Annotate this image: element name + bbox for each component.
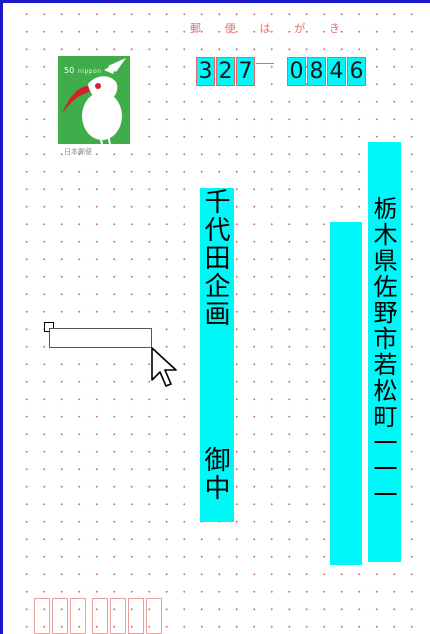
- sender-digit-box[interactable]: [52, 598, 68, 634]
- sender-digit-box[interactable]: [146, 598, 162, 634]
- postal-digit-box[interactable]: 4: [327, 57, 346, 86]
- crested-ibis-stamp-icon: 50 nippon: [58, 56, 130, 145]
- postal-digit-box[interactable]: 8: [307, 57, 326, 86]
- postal-digit-box[interactable]: 6: [347, 57, 366, 86]
- header-char: は: [259, 22, 271, 35]
- postal-digit-box[interactable]: 7: [236, 57, 255, 86]
- header-char: 便: [224, 22, 236, 35]
- sender-digit-box[interactable]: [128, 598, 144, 634]
- stamp-face-value: 50: [64, 66, 75, 75]
- sender-digit-box[interactable]: [70, 598, 86, 634]
- header-char: き: [329, 22, 340, 35]
- postal-hyphen: [256, 63, 274, 64]
- window-border-top: [0, 0, 430, 3]
- new-text-box[interactable]: [49, 328, 152, 348]
- honorific-field[interactable]: 御中: [200, 446, 234, 522]
- postcard-header: 郵 便 は が き: [190, 20, 340, 36]
- sender-digit-box[interactable]: [34, 598, 50, 634]
- recipient-address-field[interactable]: 栃木県佐野市若松町一一一: [368, 142, 401, 562]
- mouse-pointer-icon: [151, 347, 177, 387]
- header-char: が: [294, 22, 306, 35]
- postal-digit-box[interactable]: 2: [216, 57, 235, 86]
- recipient-name-field[interactable]: 千代田企画: [200, 188, 234, 448]
- postal-digit-box[interactable]: 3: [196, 57, 215, 86]
- ibis-graphic: [62, 58, 126, 145]
- stamp-caption: 日本郵便: [64, 148, 92, 156]
- stamp-brand: nippon: [78, 68, 102, 75]
- postal-digit-box[interactable]: 0: [287, 57, 306, 86]
- header-char: 郵: [190, 22, 201, 35]
- sender-digit-box[interactable]: [110, 598, 126, 634]
- window-border-left: [0, 0, 3, 634]
- recipient-address-line2-field[interactable]: [330, 222, 362, 565]
- postage-stamp: 50 nippon 日本郵便: [54, 52, 134, 158]
- sender-postal-code-field[interactable]: [34, 598, 162, 634]
- sender-digit-box[interactable]: [92, 598, 108, 634]
